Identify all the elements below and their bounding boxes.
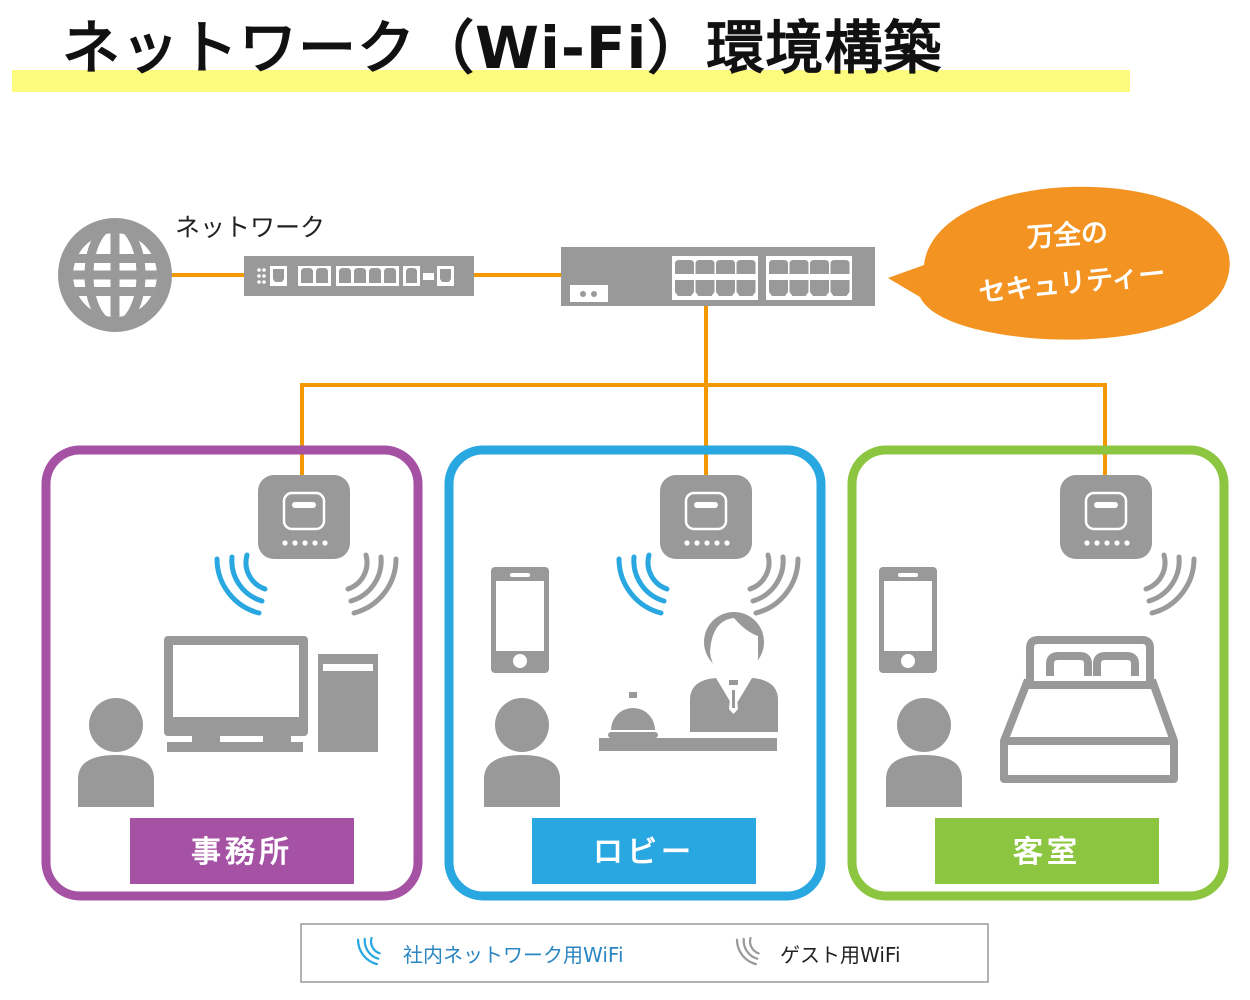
smartphone-icon	[879, 567, 937, 673]
zone-guest-room: 客室	[847, 445, 1229, 901]
switch-icon	[561, 247, 875, 306]
switch-port	[810, 260, 829, 274]
switch-port	[769, 280, 788, 296]
switch-port	[736, 280, 756, 296]
guest-wifi-icon	[750, 555, 798, 613]
zone-label-bg	[532, 818, 756, 884]
access-point-icon	[658, 473, 754, 561]
switch-port	[789, 260, 809, 274]
switch-port	[830, 280, 850, 296]
security-callout: 万全の セキュリティー	[888, 186, 1230, 340]
network-label: ネットワーク	[175, 213, 325, 242]
title-highlight	[12, 70, 1130, 92]
zone-lobby: ロビー	[444, 445, 826, 901]
switch-port	[830, 260, 850, 274]
person-icon	[886, 698, 962, 807]
access-point-icon	[256, 473, 352, 561]
zone-label: ロビー	[593, 835, 695, 870]
legend-label-guest: ゲスト用WiFi	[780, 943, 901, 967]
switch-port	[736, 260, 756, 274]
legend-label-internal: 社内ネットワーク用WiFi	[403, 943, 624, 967]
receptionist-icon	[690, 612, 778, 732]
legend-item-internal: 社内ネットワーク用WiFi	[358, 938, 624, 967]
switch-port	[716, 280, 735, 296]
reception-desk	[599, 738, 777, 751]
guest-wifi-icon	[348, 555, 396, 613]
callout-line1: 万全の	[1026, 216, 1109, 254]
zone-label-bg	[130, 818, 354, 884]
globe-icon	[58, 218, 172, 332]
switch-port	[695, 260, 715, 274]
bed-icon	[1000, 636, 1178, 783]
switch-port	[769, 260, 788, 274]
page-title: ネットワーク（Wi-Fi）環境構築	[62, 14, 943, 82]
smartphone-icon	[491, 567, 549, 673]
switch-port	[810, 280, 829, 296]
person-icon	[484, 698, 560, 807]
switch-port	[695, 280, 715, 296]
zone-label-bg	[935, 818, 1159, 884]
internal-wifi-icon	[619, 555, 667, 613]
cables	[172, 273, 1107, 475]
switch-port	[675, 260, 694, 274]
internal-wifi-icon	[217, 555, 265, 613]
zone-label: 事務所	[191, 835, 293, 870]
desktop-computer-icon	[164, 636, 378, 752]
access-point-icon	[1058, 473, 1154, 561]
legend-item-guest: ゲスト用WiFi	[737, 938, 901, 967]
guest-wifi-icon	[1146, 555, 1194, 613]
reception-bell-icon	[608, 692, 658, 738]
switch-port	[675, 280, 694, 296]
router-icon	[244, 256, 474, 296]
switch-port	[716, 260, 735, 274]
person-icon	[78, 698, 154, 807]
zone-office: 事務所	[41, 445, 423, 901]
legend: 社内ネットワーク用WiFi ゲスト用WiFi	[300, 923, 989, 983]
zone-label: 客室	[1013, 835, 1081, 870]
switch-port	[789, 280, 809, 296]
